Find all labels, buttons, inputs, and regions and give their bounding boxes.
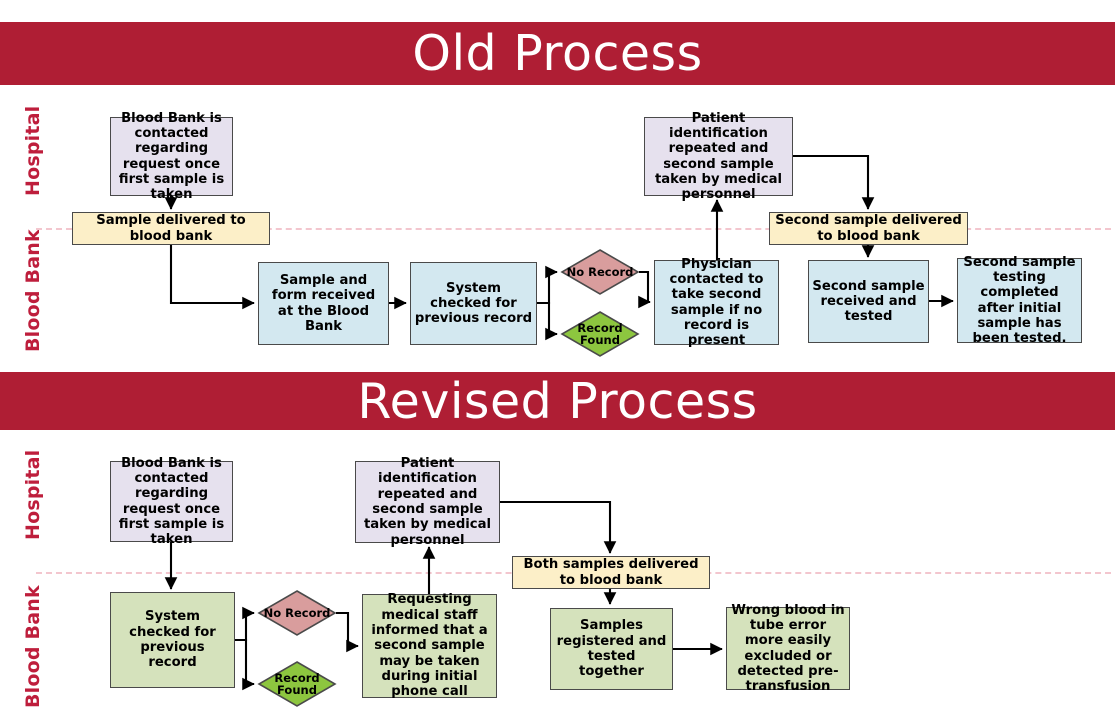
connector-old-n4-to-d2 bbox=[537, 301, 558, 341]
node-old-d2[interactable]: Record Found bbox=[560, 311, 640, 357]
lane-label-revised-blood-bank: Blood Bank bbox=[22, 585, 44, 708]
lane-divider-old bbox=[36, 228, 1111, 230]
node-old-n7[interactable]: Second sample delivered to blood bank bbox=[769, 212, 968, 245]
connector-rev-n2-to-d1 bbox=[235, 606, 255, 642]
connector-old-n6-to-n7 bbox=[793, 154, 875, 210]
node-rev-d1[interactable]: No Record bbox=[257, 590, 337, 636]
node-old-n1[interactable]: Blood Bank is contacted regarding reques… bbox=[110, 111, 233, 202]
node-old-n8[interactable]: Second sample received and tested bbox=[808, 260, 929, 343]
node-rev-n4[interactable]: Patient identification repeated and seco… bbox=[355, 456, 500, 548]
node-rev-n2[interactable]: System checked for previous record bbox=[110, 592, 235, 688]
lane-label-revised-hospital: Hospital bbox=[22, 449, 44, 540]
node-rev-n7[interactable]: Wrong blood in tube error more easily ex… bbox=[726, 603, 850, 694]
node-rev-n1[interactable]: Blood Bank is contacted regarding reques… bbox=[110, 456, 233, 547]
banner-old-process-title: Old Process bbox=[412, 25, 703, 82]
node-rev-n5[interactable]: Both samples delivered to blood bank bbox=[512, 556, 710, 589]
banner-old-process: Old Process bbox=[0, 22, 1115, 85]
node-old-n6[interactable]: Patient identification repeated and seco… bbox=[644, 111, 793, 202]
lane-label-old-blood-bank: Blood Bank bbox=[22, 229, 44, 352]
node-old-n3[interactable]: Sample and form received at the Blood Ba… bbox=[258, 262, 389, 345]
connector-old-n2-to-n3 bbox=[169, 245, 255, 310]
lane-label-old-hospital: Hospital bbox=[22, 105, 44, 196]
connector-old-d1-to-n5 bbox=[638, 270, 651, 309]
node-old-n5[interactable]: Physician contacted to take second sampl… bbox=[654, 257, 779, 348]
node-rev-n6[interactable]: Samples registered and tested together bbox=[550, 608, 673, 690]
banner-revised-process-title: Revised Process bbox=[357, 372, 758, 430]
node-old-n9[interactable]: Second sample testing completed after in… bbox=[957, 255, 1082, 346]
node-old-n4[interactable]: System checked for previous record bbox=[410, 262, 537, 345]
connector-old-n4-to-d1 bbox=[537, 265, 558, 305]
banner-revised-process: Revised Process bbox=[0, 372, 1115, 430]
node-old-d1[interactable]: No Record bbox=[560, 249, 640, 295]
node-rev-n3[interactable]: Requesting medical staff informed that a… bbox=[362, 592, 497, 699]
connector-rev-n2-to-d2 bbox=[235, 638, 255, 691]
connector-rev-n4-to-n5 bbox=[500, 500, 617, 554]
connector-rev-d1-to-n3 bbox=[336, 611, 359, 653]
node-rev-d2[interactable]: Record Found bbox=[257, 661, 337, 707]
node-old-n2[interactable]: Sample delivered to blood bank bbox=[72, 212, 270, 245]
